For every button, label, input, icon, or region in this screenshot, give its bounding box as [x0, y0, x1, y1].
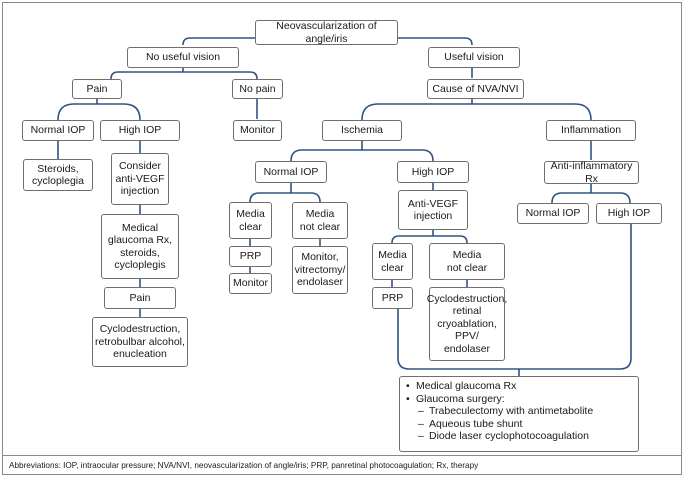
connector-isch-normal-split — [249, 192, 321, 203]
node-monitor-2: Monitor — [229, 273, 272, 294]
node-no-useful-vision: No useful vision — [127, 47, 239, 68]
node-ischemia: Ischemia — [322, 120, 402, 141]
node-high-iop-left: High IOP — [100, 120, 180, 141]
final-sub-tube-shunt: Aqueous tube shunt — [406, 418, 632, 431]
node-anti-inflammatory: Anti-inflammatory Rx — [544, 160, 639, 185]
final-bullet-medical-text: Medical glaucoma Rx — [416, 380, 517, 392]
final-bullet-surgery-text: Glaucoma surgery: — [416, 392, 505, 405]
node-inflammation-normal-iop: Normal IOP — [517, 203, 589, 224]
connector-ischemia-split — [290, 149, 434, 162]
node-pain: Pain — [72, 79, 122, 99]
node-monitor-top: Monitor — [233, 120, 282, 141]
final-sub-diode-laser-text: Diode laser cyclophotocoagulation — [429, 430, 589, 442]
node-media-not-clear-2: Media not clear — [429, 243, 505, 280]
node-no-pain: No pain — [232, 79, 283, 99]
node-ischemia-high-iop: High IOP — [397, 161, 469, 183]
node-normal-iop-left: Normal IOP — [22, 120, 94, 141]
connector-cause-split — [361, 103, 592, 121]
node-pain-2: Pain — [104, 287, 176, 309]
node-root: Neovascularization of angle/iris — [255, 20, 398, 45]
final-treatment-box: Medical glaucoma Rx Glaucoma surgery: Tr… — [399, 376, 639, 452]
node-cause: Cause of NVA/NVI — [427, 79, 524, 99]
final-sub-diode-laser: Diode laser cyclophotocoagulation — [406, 430, 632, 443]
node-inflammation-high-iop: High IOP — [596, 203, 662, 224]
node-media-not-clear-1: Media not clear — [292, 202, 348, 239]
node-inflammation: Inflammation — [546, 120, 636, 141]
final-sub-trabeculectomy: Trabeculectomy with antimetabolite — [406, 405, 632, 418]
connector-pain-split — [57, 103, 141, 121]
node-monitor-vitrectomy: Monitor, vitrectomy/ endolaser — [292, 246, 348, 294]
final-sub-tube-shunt-text: Aqueous tube shunt — [429, 417, 523, 430]
node-prp-1: PRP — [229, 246, 272, 267]
connector-merge — [397, 223, 632, 370]
final-sub-trabeculectomy-text: Trabeculectomy with antimetabolite — [429, 405, 594, 417]
node-ischemia-normal-iop: Normal IOP — [255, 161, 327, 183]
node-cyclodestruction-right: Cyclodestruction, retinal cryoablation, … — [427, 287, 507, 361]
node-useful-vision: Useful vision — [428, 47, 520, 68]
connector-nouseful-split — [110, 71, 258, 80]
abbreviations-footnote: Abbreviations: IOP, intraocular pressure… — [9, 461, 479, 470]
connector-antivegf-split — [391, 235, 468, 244]
node-medical-glaucoma: Medical glaucoma Rx, steroids, cyclopleg… — [101, 214, 179, 279]
node-cyclodestruction-left: Cyclodestruction, retrobulbar alcohol, e… — [92, 317, 188, 367]
abbreviation-divider — [3, 455, 681, 456]
connector-antiinfl-split — [551, 192, 631, 204]
final-bullet-surgery: Glaucoma surgery: — [406, 393, 632, 406]
node-antivegf-injection: Anti-VEGF injection — [398, 190, 468, 230]
node-media-clear-2: Media clear — [372, 243, 413, 280]
node-consider-antivegf: Consider anti-VEGF injection — [111, 153, 169, 205]
node-prp-2: PRP — [372, 287, 413, 309]
final-bullet-medical: Medical glaucoma Rx — [406, 380, 632, 393]
node-steroids: Steroids, cycloplegia — [23, 159, 93, 191]
node-media-clear-1: Media clear — [229, 202, 272, 239]
